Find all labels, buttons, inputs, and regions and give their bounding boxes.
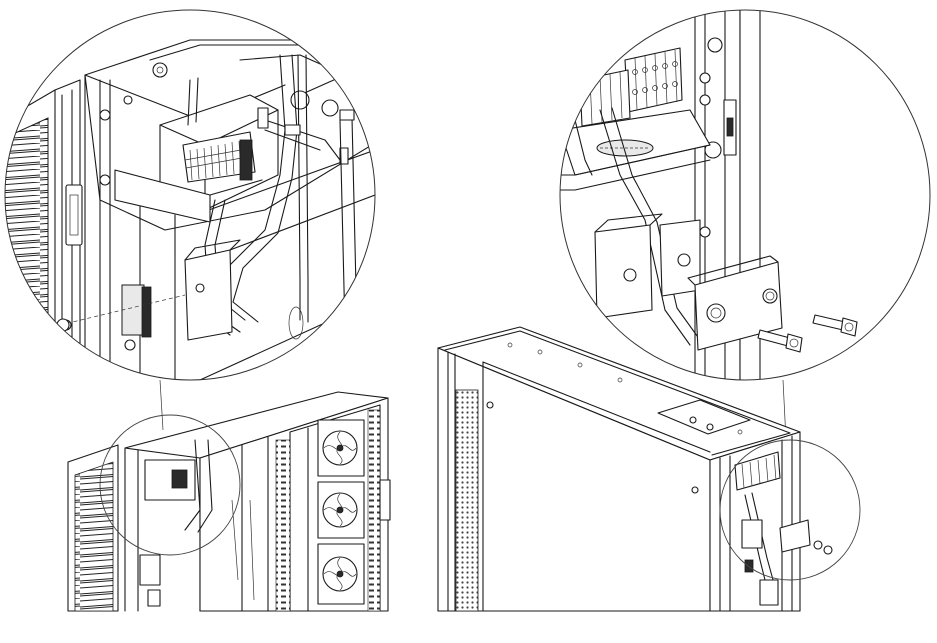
fan-unit-2 (317, 481, 365, 539)
terminal-box (114, 94, 279, 223)
fan-unit-1 (317, 419, 365, 477)
detail-circle-right (559, 9, 931, 381)
callout-ring-right (719, 439, 861, 581)
leader-line-left (159, 379, 164, 431)
busbar-blocks (594, 213, 701, 319)
mounting-bracket (687, 255, 783, 351)
bolt-1 (757, 329, 803, 353)
cables-right-detail (574, 107, 701, 346)
fan-rack (275, 404, 391, 612)
right-cabinet-assembly (437, 326, 861, 612)
fan-unit-3 (317, 543, 365, 605)
detail-circle-left (4, 9, 376, 381)
busbar-bracket (56, 239, 241, 351)
terminal-blocks-right (579, 47, 683, 127)
bolt-2 (812, 314, 858, 337)
left-cabinet-assembly (67, 391, 391, 612)
callout-ring-left (99, 414, 241, 556)
